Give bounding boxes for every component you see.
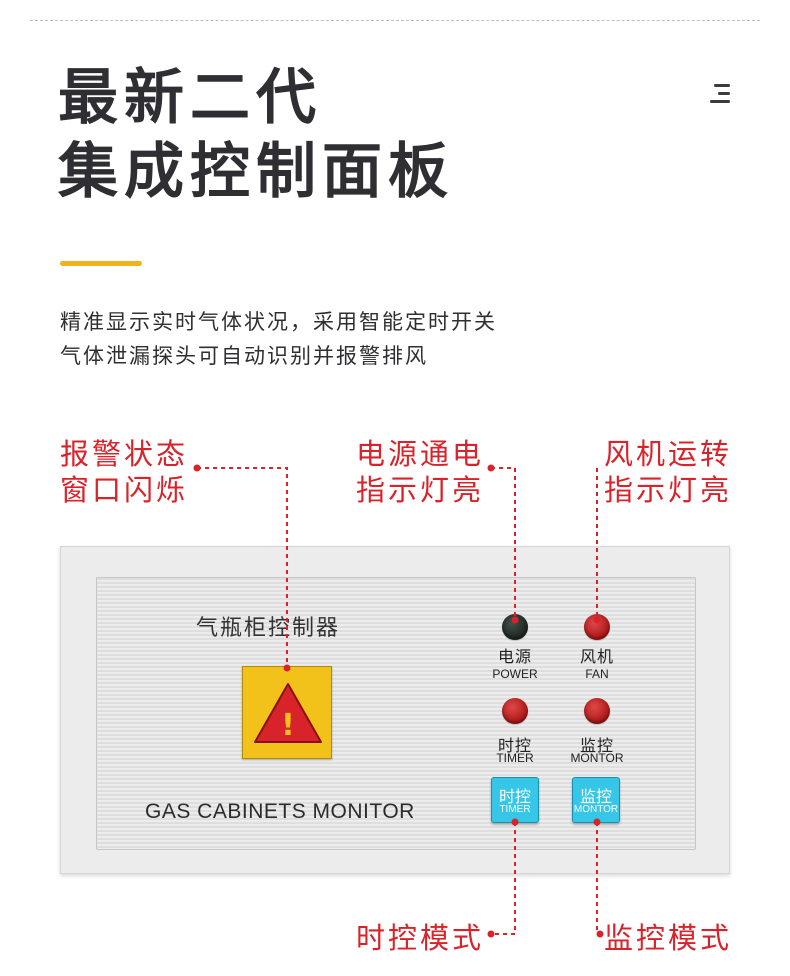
timer-mode-button[interactable]: 时控 TIMER [491,777,539,823]
accent-bar [60,261,142,266]
menu-icon[interactable] [708,84,730,104]
monitor-mode-button-sublabel: MONTOR [573,804,619,815]
alarm-status-window: ! [242,666,332,759]
callout-monitor-mode: 监控模式 [604,921,733,955]
callout-fan-line-1: 风机运转 [604,437,733,471]
headline-line-2: 集成控制面板 [58,137,454,207]
intro-line-1: 精准显示实时气体状况，采用智能定时开关 [60,310,497,334]
panel-brand-label: GAS CABINETS MONITOR [145,800,415,823]
monitor-indicator-led [584,698,610,724]
callout-power-line-1: 电源通电 [356,437,485,471]
callout-power-line-2: 指示灯亮 [356,473,485,507]
headline-line-1: 最新二代 [58,63,322,133]
monitor-mode-button[interactable]: 监控 MONTOR [572,777,620,823]
callout-fan-indicator: 风机运转 指示灯亮 [604,436,732,508]
fan-indicator-label: 风机 [579,647,614,666]
panel-title: 气瓶柜控制器 [196,616,341,641]
monitor-mode-button-label: 监控 [579,787,612,806]
monitor-indicator-sublabel: MONTOR [570,751,624,765]
top-dashed-divider [30,20,760,21]
timer-indicator-label: 时控 [497,736,532,755]
callout-alarm-status: 报警状态 窗口闪烁 [60,436,188,508]
callout-power-indicator: 电源通电 指示灯亮 [356,436,484,508]
fan-indicator-sublabel: FAN [585,667,609,681]
warning-symbol: ! [281,708,295,743]
timer-mode-button-sublabel: TIMER [499,804,531,815]
warning-icon: ! [254,683,322,743]
callout-timer-mode: 时控模式 [356,921,485,955]
timer-indicator-sublabel: TIMER [496,751,534,765]
monitor-indicator-label: 监控 [579,736,614,755]
timer-mode-button-label: 时控 [498,787,531,806]
callout-alarm-line-1: 报警状态 [60,437,189,471]
intro-line-2: 气体泄漏探头可自动识别并报警排风 [60,344,428,368]
power-indicator-sublabel: POWER [492,667,538,681]
callout-alarm-line-2: 窗口闪烁 [60,473,189,507]
power-indicator-label: 电源 [497,647,532,666]
callout-fan-line-2: 指示灯亮 [604,473,733,507]
timer-indicator-led [502,698,528,724]
